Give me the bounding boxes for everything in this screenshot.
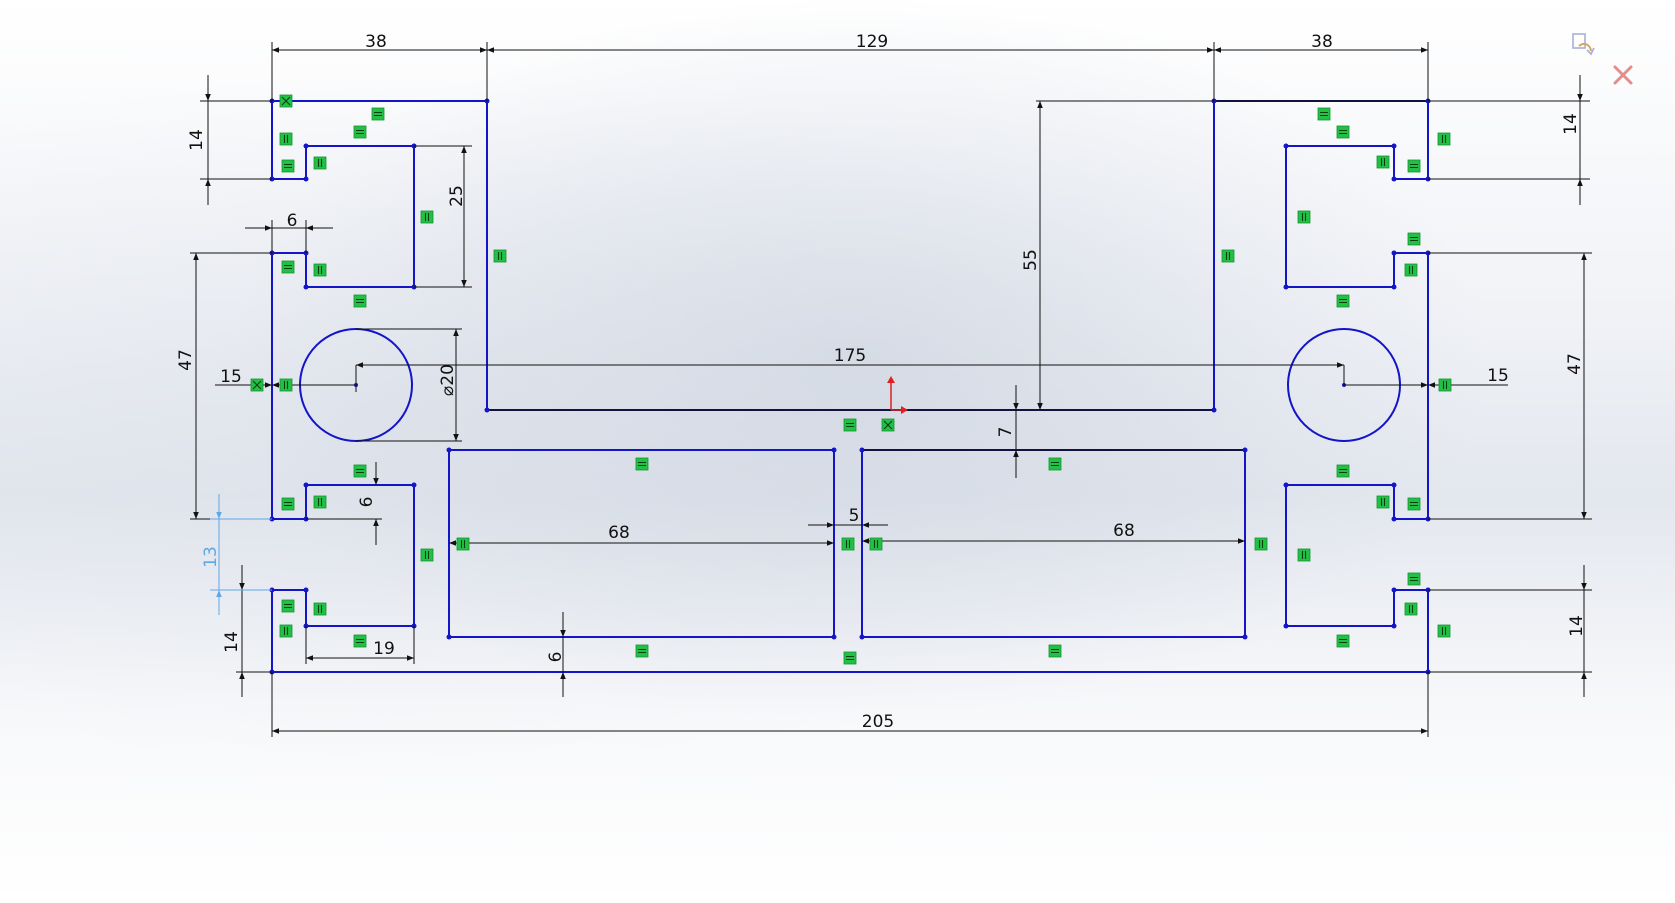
vertical-relation-icon[interactable]	[1297, 210, 1311, 224]
vertical-relation-icon[interactable]	[420, 210, 434, 224]
vertical-relation-icon[interactable]	[841, 537, 855, 551]
vertical-relation-icon[interactable]	[869, 537, 883, 551]
dim-bottom-thickness[interactable]: 6	[546, 652, 566, 663]
horizontal-relation-icon[interactable]	[281, 260, 295, 274]
horizontal-relation-icon[interactable]	[353, 294, 367, 308]
relation-markers[interactable]	[250, 94, 1452, 665]
dim-right-bottom-height[interactable]: 14	[1567, 615, 1587, 637]
dim-left-notch-height[interactable]: 6	[357, 497, 377, 508]
vertical-relation-icon[interactable]	[456, 537, 470, 551]
dim-left-mid-height[interactable]: 47	[176, 349, 196, 371]
vertical-relation-icon[interactable]	[1254, 537, 1268, 551]
driven-dimension[interactable]	[210, 494, 272, 615]
dim-left-hole-offset[interactable]: 15	[220, 367, 242, 387]
dim-right-hole-offset[interactable]: 15	[1487, 366, 1509, 386]
dim-overall-width[interactable]: 205	[862, 712, 894, 732]
right-window[interactable]	[861, 449, 1246, 638]
vertical-relation-icon[interactable]	[493, 249, 507, 263]
horizontal-relation-icon[interactable]	[1048, 457, 1062, 471]
horizontal-relation-icon[interactable]	[1407, 232, 1421, 246]
horizontal-relation-icon[interactable]	[281, 497, 295, 511]
dim-right-top-height[interactable]: 14	[1561, 113, 1581, 135]
outer-profile[interactable]	[271, 100, 1429, 673]
rebuild-confirm-icon[interactable]	[1570, 32, 1596, 58]
cancel-x-icon[interactable]	[1610, 62, 1636, 88]
vertical-relation-icon[interactable]	[1376, 155, 1390, 169]
vertical-relation-icon[interactable]	[1221, 249, 1235, 263]
horizontal-relation-icon[interactable]	[1407, 497, 1421, 511]
dim-center-depth[interactable]: 55	[1021, 249, 1041, 271]
dim-right-mid-height[interactable]: 47	[1565, 353, 1585, 375]
horizontal-relation-icon[interactable]	[635, 644, 649, 658]
dim-hole-spacing[interactable]: 175	[834, 346, 866, 366]
horizontal-relation-icon[interactable]	[635, 457, 649, 471]
coincident-relation-icon[interactable]	[279, 94, 293, 108]
dim-right-window-width[interactable]: 68	[1113, 521, 1135, 541]
horizontal-relation-icon[interactable]	[353, 634, 367, 648]
horizontal-relation-icon[interactable]	[843, 651, 857, 665]
horizontal-relation-icon[interactable]	[1336, 634, 1350, 648]
vertical-relation-icon[interactable]	[1297, 548, 1311, 562]
vertical-relation-icon[interactable]	[313, 156, 327, 170]
vertical-relation-icon[interactable]	[279, 132, 293, 146]
horizontal-relation-icon[interactable]	[1336, 294, 1350, 308]
horizontal-relation-icon[interactable]	[353, 464, 367, 478]
vertical-relation-icon[interactable]	[313, 495, 327, 509]
horizontal-relation-icon[interactable]	[281, 159, 295, 173]
origin-icon	[887, 376, 908, 414]
dim-left-window-width[interactable]: 68	[608, 523, 630, 543]
vertical-relation-icon[interactable]	[420, 548, 434, 562]
vertical-relation-icon[interactable]	[313, 263, 327, 277]
dimensions[interactable]	[190, 42, 1592, 737]
coincident-relation-icon[interactable]	[250, 378, 264, 392]
dim-top-right-width[interactable]: 38	[1311, 32, 1333, 52]
horizontal-relation-icon[interactable]	[281, 599, 295, 613]
vertical-relation-icon[interactable]	[313, 602, 327, 616]
vertical-relation-icon[interactable]	[1376, 495, 1390, 509]
vertical-relation-icon[interactable]	[279, 624, 293, 638]
dim-left-lower-height[interactable]: 13	[201, 546, 221, 568]
horizontal-relation-icon[interactable]	[1317, 107, 1331, 121]
dim-left-top-height[interactable]: 14	[187, 129, 207, 151]
horizontal-relation-icon[interactable]	[1407, 572, 1421, 586]
horizontal-relation-icon[interactable]	[1336, 464, 1350, 478]
dim-top-middle-width[interactable]: 129	[856, 32, 888, 52]
horizontal-relation-icon[interactable]	[843, 418, 857, 432]
dim-left-tab-width[interactable]: 6	[287, 211, 298, 231]
vertical-relation-icon[interactable]	[1404, 602, 1418, 616]
vertical-relation-icon[interactable]	[1437, 132, 1451, 146]
vertical-relation-icon[interactable]	[279, 378, 293, 392]
horizontal-relation-icon[interactable]	[353, 125, 367, 139]
dim-hole-diameter[interactable]: ⌀20	[438, 364, 458, 396]
horizontal-relation-icon[interactable]	[371, 107, 385, 121]
dim-left-slot-height[interactable]: 25	[447, 185, 467, 207]
dim-left-bottom-width[interactable]: 19	[373, 639, 395, 659]
coincident-relation-icon[interactable]	[881, 418, 895, 432]
vertical-relation-icon[interactable]	[1437, 624, 1451, 638]
dim-window-gap[interactable]: 5	[849, 506, 860, 526]
dimension-labels[interactable]: 38 129 38 14 25 6 47 15 ⌀20 175 55 7 6 1…	[176, 32, 1587, 732]
horizontal-relation-icon[interactable]	[1407, 159, 1421, 173]
vertical-relation-icon[interactable]	[1404, 263, 1418, 277]
dim-center-gap[interactable]: 7	[996, 427, 1016, 438]
horizontal-relation-icon[interactable]	[1336, 125, 1350, 139]
dim-top-left-width[interactable]: 38	[365, 32, 387, 52]
dim-left-bottom-height[interactable]: 14	[222, 631, 242, 653]
vertical-relation-icon[interactable]	[1438, 378, 1452, 392]
horizontal-relation-icon[interactable]	[1048, 644, 1062, 658]
